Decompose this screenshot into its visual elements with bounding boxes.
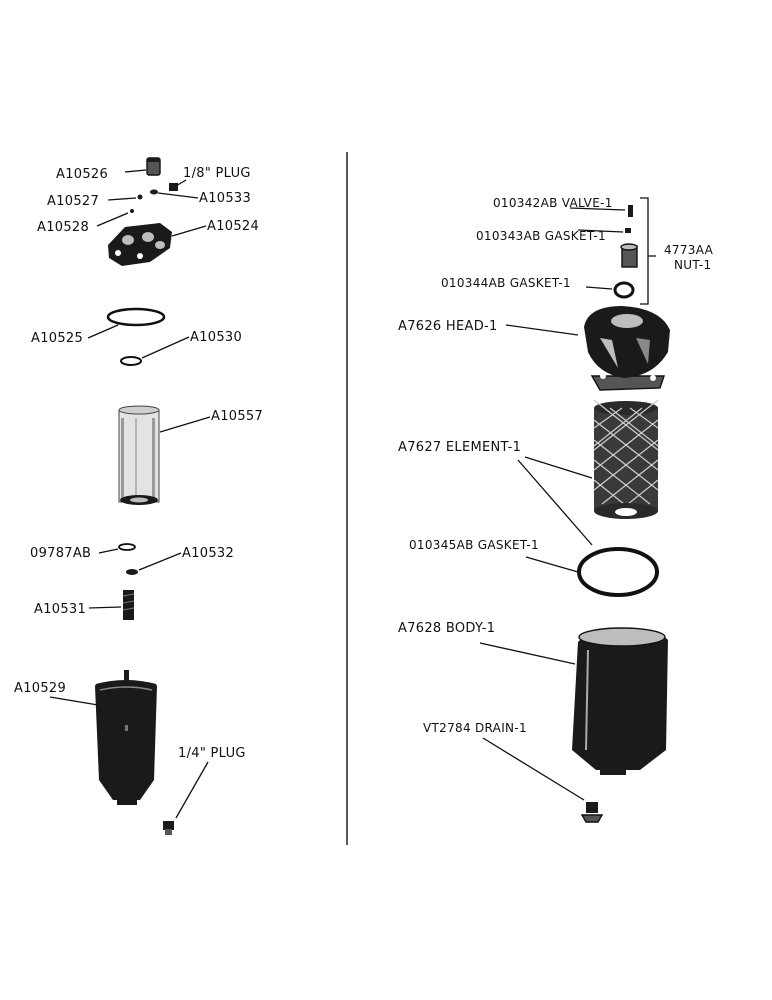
label-a10526: A10526 <box>56 167 108 182</box>
leader-a10529 <box>49 696 99 706</box>
leader-drain <box>482 737 585 801</box>
part-plug-1-4 <box>163 821 174 835</box>
leader-a10525 <box>87 324 119 339</box>
part-head <box>584 306 670 391</box>
part-element <box>593 399 659 519</box>
label-valve: 010342AB VALVE-1 <box>493 196 613 210</box>
part-gasket-344 <box>613 281 635 299</box>
label-gasket-344: 010344AB GASKET-1 <box>441 276 571 290</box>
part-body <box>572 627 668 775</box>
bracket-4773aa <box>640 197 649 305</box>
label-a10529: A10529 <box>14 681 66 696</box>
leader-a10533 <box>157 192 199 199</box>
leader-a10528 <box>96 212 129 227</box>
part-drain <box>580 802 604 823</box>
part-a10557-element <box>118 405 160 505</box>
leader-body <box>479 642 576 665</box>
part-a10527-ball <box>137 194 143 200</box>
label-a10525: A10525 <box>31 331 83 346</box>
label-head: A7626 HEAD-1 <box>398 319 498 334</box>
leader-a10526 <box>124 169 147 173</box>
label-gasket-343: 010343AB GASKET-1 <box>476 229 606 243</box>
part-a10526-plug <box>146 157 161 176</box>
leader-gasket-345 <box>525 556 579 573</box>
label-a10532: A10532 <box>182 546 234 561</box>
leader-valve <box>569 207 626 211</box>
leader-a10531 <box>88 606 122 609</box>
part-a10533-washer <box>150 189 158 195</box>
part-09787ab-ring <box>118 543 136 551</box>
label-gasket-345: 010345AB GASKET-1 <box>409 538 539 552</box>
label-nut-group-1: 4773AA <box>664 243 714 257</box>
part-valve <box>628 205 633 217</box>
label-body: A7628 BODY-1 <box>398 621 495 636</box>
label-a10557: A10557 <box>211 409 263 424</box>
part-plug-1-8 <box>169 183 178 191</box>
part-nut <box>620 243 638 268</box>
leader-a10527 <box>107 197 137 201</box>
label-09787ab: 09787AB <box>30 546 91 561</box>
part-a10530-seal <box>120 356 142 366</box>
part-a10528-spring <box>130 209 134 213</box>
part-a10531-bolt <box>122 590 135 620</box>
leader-a10524 <box>171 225 207 237</box>
label-drain: VT2784 DRAIN-1 <box>423 721 527 735</box>
label-a10528: A10528 <box>37 220 89 235</box>
leader-head <box>505 324 579 336</box>
leader-a10530 <box>141 336 190 359</box>
leader-a10532 <box>138 552 182 571</box>
label-nut-group-2: NUT-1 <box>674 258 711 272</box>
part-gasket-345 <box>577 547 659 597</box>
part-a10524-head <box>108 223 172 266</box>
leader-element-1 <box>524 456 593 479</box>
right-panel: 010342AB VALVE-1 010343AB GASKET-1 4773A… <box>398 196 714 823</box>
label-a10530: A10530 <box>190 330 242 345</box>
part-a10525-gasket <box>106 307 166 327</box>
label-plug-1-8: 1/8" PLUG <box>183 166 251 181</box>
label-plug-1-4: 1/4" PLUG <box>178 746 246 761</box>
part-a10532-washer <box>126 569 138 575</box>
left-panel: A10526 1/8" PLUG A10527 A10533 A10528 A1… <box>14 157 263 835</box>
leader-a10557 <box>159 416 211 433</box>
leader-gasket-343 <box>577 229 624 233</box>
label-a10524: A10524 <box>207 219 259 234</box>
leader-09787ab <box>98 548 119 554</box>
label-a10527: A10527 <box>47 194 99 209</box>
part-a10529-body <box>95 670 157 805</box>
label-element: A7627 ELEMENT-1 <box>398 440 521 455</box>
part-gasket-343 <box>625 228 631 233</box>
leader-plug-1-4 <box>175 761 209 819</box>
label-a10533: A10533 <box>199 191 251 206</box>
leader-gasket-344 <box>585 286 613 290</box>
label-a10531: A10531 <box>34 602 86 617</box>
leader-element-2 <box>517 459 593 546</box>
